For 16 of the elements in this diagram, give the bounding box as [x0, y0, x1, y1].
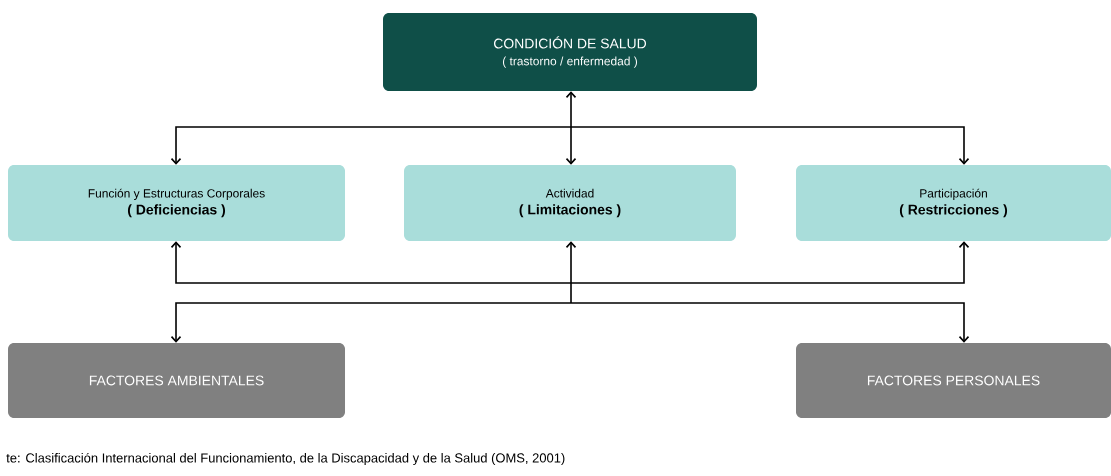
factor-box: FACTORES AMBIENTALES [8, 343, 345, 418]
arrow [565, 126, 577, 165]
arrow [170, 126, 572, 165]
arrow [570, 126, 970, 165]
arrow [565, 241, 577, 284]
arrow [565, 91, 577, 128]
factor-box: FACTORES PERSONALES [796, 343, 1111, 418]
condition-box: CONDICIÓN DE SALUD ( trastorno / enfermedad ) [383, 13, 757, 91]
component-box: Función y Estructuras Corporales ( Deficiencias ) [8, 165, 345, 241]
arrow [170, 241, 572, 284]
component-box: Participación ( Restricciones ) [796, 165, 1111, 241]
component-box: Actividad ( Limitaciones ) [404, 165, 736, 241]
arrow [570, 302, 970, 343]
arrow [570, 241, 970, 284]
caption: te: Clasificación Internacional del Funcionamiento, de la Discapacidad y de la Salud (OMS, 2001) [6, 452, 565, 466]
arrow [170, 302, 572, 343]
